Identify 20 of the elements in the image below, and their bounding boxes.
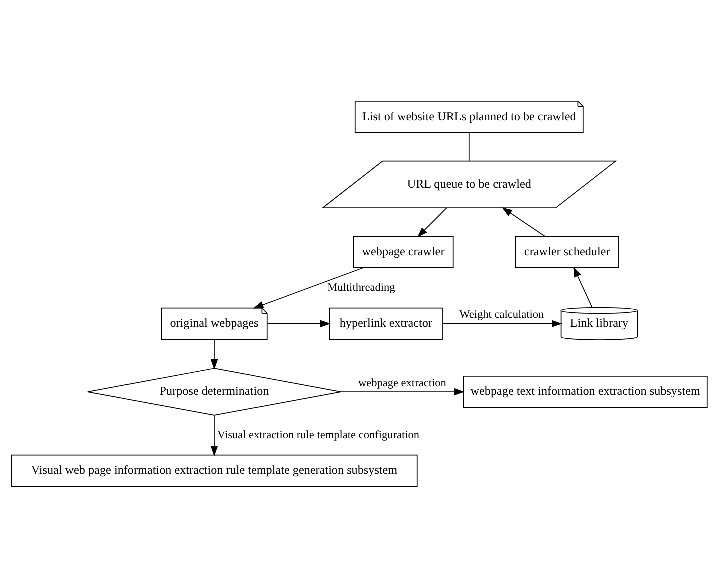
arrow [502,208,546,238]
node-box: Visual web page information extraction rule template generation subsystem [11,454,418,487]
edge-label: webpage extraction [358,377,446,390]
arrow [253,268,364,309]
arrow [210,339,218,370]
edge-label: Multithreading [328,282,396,294]
node-box: webpage text information extraction subsystem [463,376,708,408]
arrow [267,320,331,328]
node-box: webpage crawler [353,236,454,268]
connector [468,132,470,162]
node-box: hyperlink extractor [329,308,443,340]
arrow [574,266,593,308]
arrow [340,388,465,396]
edge-label: Weight calculation [460,309,544,322]
node-diamond: Purpose determination [87,368,342,416]
edge-label: Visual extraction rule template configuration [218,429,420,442]
arrow [442,320,562,328]
arrow [210,415,218,457]
arrow [417,208,448,238]
node-box: crawler scheduler [515,236,620,268]
